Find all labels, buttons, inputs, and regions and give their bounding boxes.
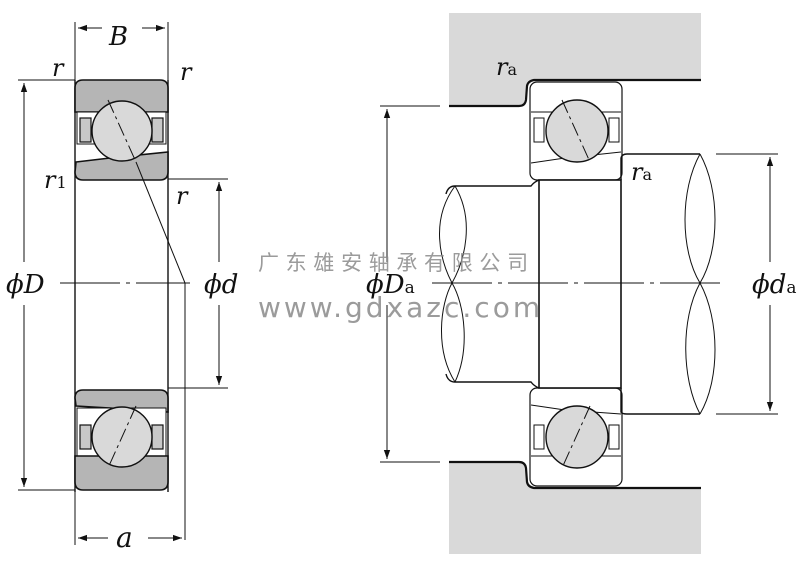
- contact-line-to-axis: [135, 161, 186, 284]
- label-phi-da-housing: ϕDa: [366, 270, 415, 300]
- housing-bottom: [449, 462, 701, 554]
- inner-ring-top: [74, 151, 169, 181]
- housing-top-edge: [449, 78, 701, 108]
- shaft-shoulder-bottom-edge: [620, 388, 700, 415]
- shaft-shoulder-top-edge: [620, 153, 700, 180]
- label-ra-shaft: ra: [631, 158, 652, 186]
- top-bearing-cross-section: [74, 79, 169, 181]
- left-shaft-bottom-edge: [445, 373, 540, 389]
- outer-ring-bottom: [74, 455, 169, 491]
- mounted-ball-bottom: [545, 405, 609, 469]
- watermark: 广 东 雄 安 轴 承 有 限 公 司 www.gdxazc.com: [258, 251, 543, 324]
- mounted-ball-top: [545, 99, 609, 163]
- housing-top: [449, 13, 701, 106]
- left-shaft-top-edge: [445, 179, 540, 195]
- label-ra-housing: ra: [496, 53, 517, 81]
- label-r-inner: r: [176, 182, 189, 210]
- label-b: B: [108, 22, 128, 52]
- label-a: a: [116, 521, 133, 554]
- cage-right-top: [151, 117, 164, 143]
- contact-angle-line-bottom: [107, 405, 137, 469]
- cage-left-top: [79, 117, 92, 143]
- bottom-bearing-cross-section: [74, 389, 169, 491]
- mounted-contact-line-bottom: [561, 405, 591, 469]
- cage-right-bottom: [151, 424, 164, 450]
- mounted-bearing-top: [529, 81, 623, 181]
- watermark-website: www.gdxazc.com: [258, 291, 543, 324]
- label-phi-da-shaft: ϕda: [752, 270, 797, 300]
- left-bearing-section: B r r r1 r ϕD ϕd a: [6, 22, 238, 554]
- shaft-journal: [538, 179, 622, 389]
- contact-angle-line-top: [107, 99, 137, 163]
- mounted-cage-right-top: [608, 117, 620, 143]
- mounted-cage-left-bottom: [533, 424, 545, 450]
- label-r-top-left: r: [52, 54, 65, 82]
- mounted-cage-right-bottom: [608, 424, 620, 450]
- mounted-bearing-bottom: [529, 387, 623, 487]
- outer-ring-top: [74, 79, 169, 113]
- watermark-company: 广 东 雄 安 轴 承 有 限 公 司: [258, 251, 528, 275]
- label-phi-d-bore: ϕd: [204, 270, 238, 300]
- cage-left-bottom: [79, 424, 92, 450]
- label-r1: r1: [44, 166, 67, 194]
- mounted-contact-line-top: [561, 99, 591, 163]
- right-mounting-section: ra ra ϕDa ϕda: [366, 13, 797, 554]
- mounted-cage-left-top: [533, 117, 545, 143]
- left-shaft-break-curve-2: [441, 185, 467, 383]
- shaft: [439, 153, 716, 415]
- label-r-top-right: r: [180, 58, 193, 86]
- housing-bottom-edge: [449, 460, 701, 490]
- label-phi-d-outer: ϕD: [6, 270, 45, 300]
